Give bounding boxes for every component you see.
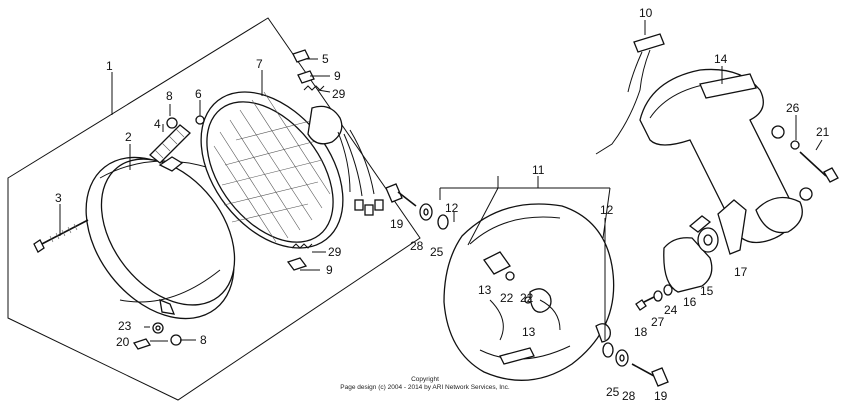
- callout-4: 4: [154, 117, 161, 131]
- callout-2: 2: [125, 130, 132, 144]
- headlight-bracket: [639, 68, 813, 244]
- upper-bolt-washer-set: [385, 183, 449, 230]
- callout-6: 6: [195, 87, 202, 101]
- callout-22-left: 22: [500, 291, 514, 305]
- sealed-beam-unit: [200, 91, 384, 249]
- clips-and-springs: [286, 49, 325, 271]
- socket-assembly: [663, 199, 747, 293]
- callout-27: 27: [651, 315, 665, 329]
- callout-10: 10: [639, 6, 653, 20]
- callout-28-lower: 28: [622, 389, 636, 403]
- assembly-box-outline: [7, 17, 421, 401]
- copyright-footer: Copyright Page design (c) 2004 - 2014 by…: [300, 376, 550, 392]
- leader-lines: [59, 20, 823, 342]
- callout-21: 21: [816, 125, 830, 139]
- callout-25-upper: 25: [430, 245, 444, 259]
- lower-bolt-washer-set: [602, 342, 669, 387]
- callout-7: 7: [256, 57, 263, 71]
- wire-harness: [595, 33, 665, 155]
- callout-3: 3: [55, 191, 62, 205]
- callout-22-right: 22: [520, 291, 534, 305]
- callout-29-lower: 29: [328, 245, 342, 259]
- callout-20: 20: [116, 335, 130, 349]
- callout-13-upper: 13: [478, 283, 492, 297]
- callout-28-upper: 28: [410, 239, 424, 253]
- callout-15: 15: [700, 284, 714, 298]
- callout-14: 14: [714, 52, 728, 66]
- callout-24: 24: [664, 303, 678, 317]
- bolt-21: [790, 140, 839, 183]
- callout-19-lower: 19: [654, 389, 668, 403]
- callout-1: 1: [106, 59, 113, 73]
- callout-19-upper: 19: [390, 217, 404, 231]
- callout-12-right: 12: [600, 203, 614, 217]
- callout-26: 26: [786, 101, 800, 115]
- headlight-rim: [85, 156, 236, 320]
- callout-17: 17: [734, 265, 748, 279]
- headlight-case: [443, 203, 615, 381]
- callout-9-upper: 9: [334, 69, 341, 83]
- screw-18-set: [635, 284, 673, 311]
- adjusting-screw-parts: [132, 115, 205, 350]
- callout-labels: 1 2 3 4 5 6 7 8 8 9 9 9 10 11 12 12 13 1…: [55, 6, 830, 403]
- callout-5: 5: [322, 52, 329, 66]
- callout-8-lower: 8: [200, 333, 207, 347]
- callout-16: 16: [683, 295, 697, 309]
- callout-8-upper: 8: [166, 89, 173, 103]
- callout-25-lower: 25: [606, 385, 620, 399]
- callout-13-lower: 13: [522, 325, 536, 339]
- callout-29-upper: 29: [332, 87, 346, 101]
- copyright-line-2: Page design (c) 2004 - 2014 by ARI Netwo…: [340, 384, 510, 391]
- callout-9-lower: 9: [326, 263, 333, 277]
- copyright-line-1: Copyright: [411, 376, 439, 383]
- callout-12-left: 12: [445, 201, 459, 215]
- callout-18: 18: [634, 325, 648, 339]
- screw-3: [33, 219, 89, 253]
- callout-23: 23: [118, 319, 132, 333]
- callout-11: 11: [532, 163, 545, 177]
